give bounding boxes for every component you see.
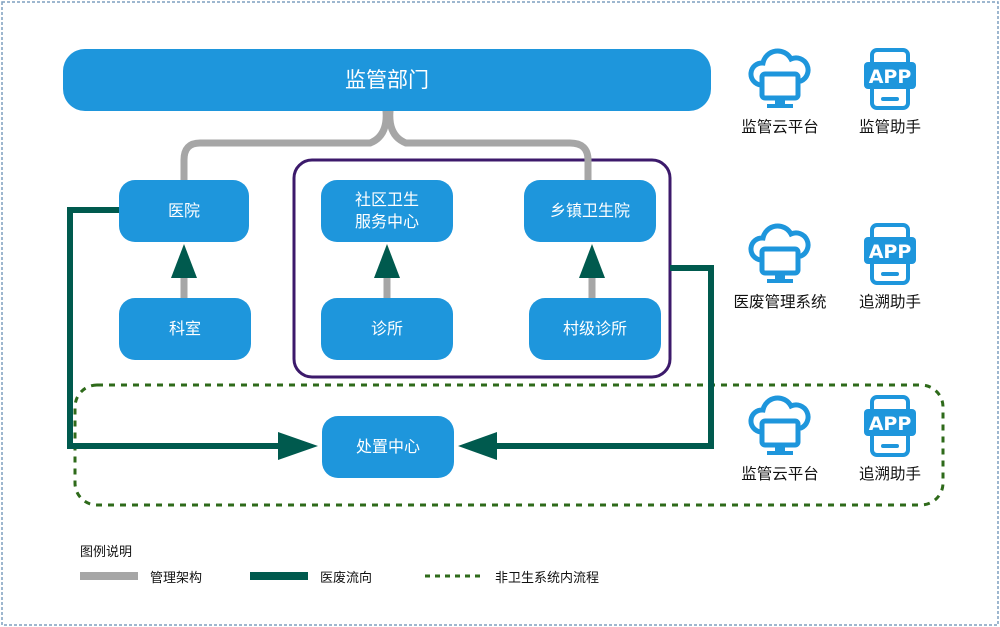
legend-item-management: 管理架构 bbox=[80, 567, 203, 586]
icon-block-supervision-cloud: 监管云平台 bbox=[725, 47, 835, 137]
icon-label: 监管云平台 bbox=[741, 465, 819, 483]
icon-label: 监管云平台 bbox=[741, 118, 819, 136]
waste-flow-left bbox=[67, 207, 318, 460]
cloud-monitor-icon bbox=[748, 223, 811, 283]
management-arrow-department bbox=[171, 244, 197, 298]
legend-swatch-green-line bbox=[250, 572, 308, 580]
legend-swatch-dashed-line bbox=[425, 574, 483, 578]
waste-flow-right bbox=[458, 265, 714, 460]
management-arrow-village-clinic bbox=[579, 244, 605, 298]
clinic-node: 诊所 bbox=[321, 298, 453, 360]
legend-title: 图例说明 bbox=[80, 545, 133, 560]
management-tree bbox=[180, 107, 592, 186]
township-hospital-node: 乡镇卫生院 bbox=[524, 180, 656, 242]
icon-label: 医废管理系统 bbox=[733, 293, 827, 311]
department-node: 科室 bbox=[119, 298, 251, 360]
community-health-center-node: 社区卫生 服务中心 bbox=[321, 180, 453, 242]
icon-label: 追溯助手 bbox=[858, 465, 921, 483]
icon-block-supervision-app: APP 监管助手 bbox=[835, 47, 945, 137]
management-arrow-clinic bbox=[374, 244, 400, 298]
legend-label: 管理架构 bbox=[150, 570, 203, 586]
app-phone-icon: APP bbox=[864, 395, 916, 457]
legend-item-non-health: 非卫生系统内流程 bbox=[425, 567, 600, 586]
app-text: APP bbox=[869, 66, 912, 88]
app-phone-icon: APP bbox=[864, 223, 916, 285]
legend-label: 医废流向 bbox=[320, 570, 373, 586]
cloud-monitor-icon bbox=[748, 48, 811, 108]
icon-block-waste-system: 医废管理系统 bbox=[725, 222, 835, 312]
icon-block-supervision-cloud-2: 监管云平台 bbox=[725, 394, 835, 484]
village-clinic-node: 村级诊所 bbox=[529, 298, 661, 360]
hospital-node: 医院 bbox=[119, 180, 249, 242]
icon-block-trace-app: APP 追溯助手 bbox=[835, 222, 945, 312]
app-text: APP bbox=[869, 241, 912, 263]
icon-label: 监管助手 bbox=[858, 118, 921, 136]
legend-label: 非卫生系统内流程 bbox=[495, 570, 600, 586]
app-phone-icon: APP bbox=[864, 48, 916, 110]
app-text: APP bbox=[869, 413, 912, 435]
icon-label: 追溯助手 bbox=[858, 293, 921, 311]
legend-swatch-gray-line bbox=[80, 572, 138, 580]
disposal-center-node: 处置中心 bbox=[322, 416, 454, 478]
cloud-monitor-icon bbox=[748, 395, 811, 455]
icon-block-trace-app-2: APP 追溯助手 bbox=[835, 394, 945, 484]
legend-item-waste-flow: 医废流向 bbox=[250, 567, 373, 586]
supervision-department-node: 监管部门 bbox=[63, 49, 711, 111]
